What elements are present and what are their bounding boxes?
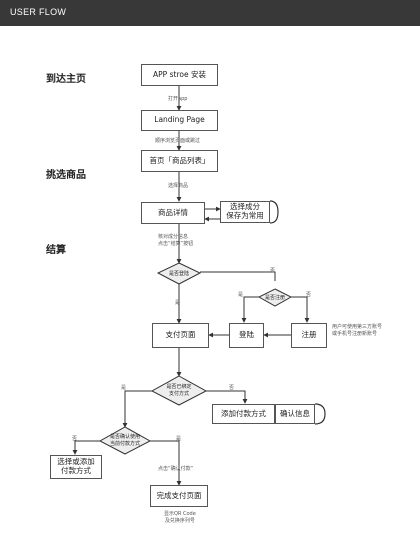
section-title-checkout: 结算 [46,245,66,256]
decision-label-logged-in: 是否登陆 [168,271,189,277]
line-registered-yes [241,296,259,323]
line-bound-yes [122,390,152,428]
branch-label-login-no: 否 [270,268,276,274]
decision-is-registered [257,288,293,307]
line-not-logged-in [200,271,276,281]
branch-label-confirm-no: 否 [72,436,78,442]
branch-label-registered-yes: 是 [238,292,244,298]
decision-label-registered: 是否注册 [264,295,285,301]
line-confirm-no [72,440,100,455]
node-add-payment: 添加付款方式 [212,404,275,424]
decision-label-confirm-use: 是否确认使用 当前付款方式 [109,434,140,447]
note-check-spec: 核对成分信息 点击“结算”按钮 [158,234,194,247]
confirm-cap [314,403,326,425]
decision-is-logged-in [156,262,202,285]
section-title-select: 挑选商品 [46,170,86,181]
section-title-home: 到达主页 [46,74,86,85]
node-home-list: 首页「商品列表」 [141,150,218,172]
line-bound-no [206,390,248,404]
decision-label-bound: 是否已绑定 支付方式 [166,384,192,397]
node-landing-page: Landing Page [141,110,218,131]
decision-confirm-use [98,426,152,455]
note-browse-skip: 顺序浏览页面或跳过 [155,138,201,144]
note-third-party: 用户可使用第三方账号 或手机号注册新账号 [332,324,383,337]
node-select-spec: 选择成分 保存为常用 [220,201,270,223]
node-pay-done: 完成支付页面 [150,485,208,507]
node-login: 登陆 [229,323,264,348]
node-confirm-info: 确认信息 [275,404,315,424]
note-choose-product: 选择商品 [168,183,189,189]
header-bar: USER FLOW [0,0,420,26]
node-pay-page: 支付页面 [152,323,209,348]
spec-cap [269,200,279,224]
line-confirm-yes [150,440,182,486]
node-register: 注册 [291,323,327,348]
branch-label-confirm-yes: 是 [176,436,182,442]
header-title: USER FLOW [10,7,67,17]
branch-label-bound-no: 否 [229,385,235,391]
note-click-confirm: 点击“确认付款” [158,466,194,472]
line-registered-no [291,296,310,323]
decision-is-bound [150,375,208,406]
node-product-detail: 商品详情 [141,202,205,224]
branch-label-registered-no: 否 [306,292,312,298]
node-choose-add-payment: 选择或添加 付款方式 [50,455,102,479]
note-open-app: 打开app [168,96,188,102]
note-show-qr: 显示QR Code 及兑换序列号 [164,511,196,524]
branch-label-bound-yes: 是 [121,385,127,391]
branch-label-login-yes: 是 [175,300,181,306]
node-app-install: APP stroe 安装 [141,64,218,86]
